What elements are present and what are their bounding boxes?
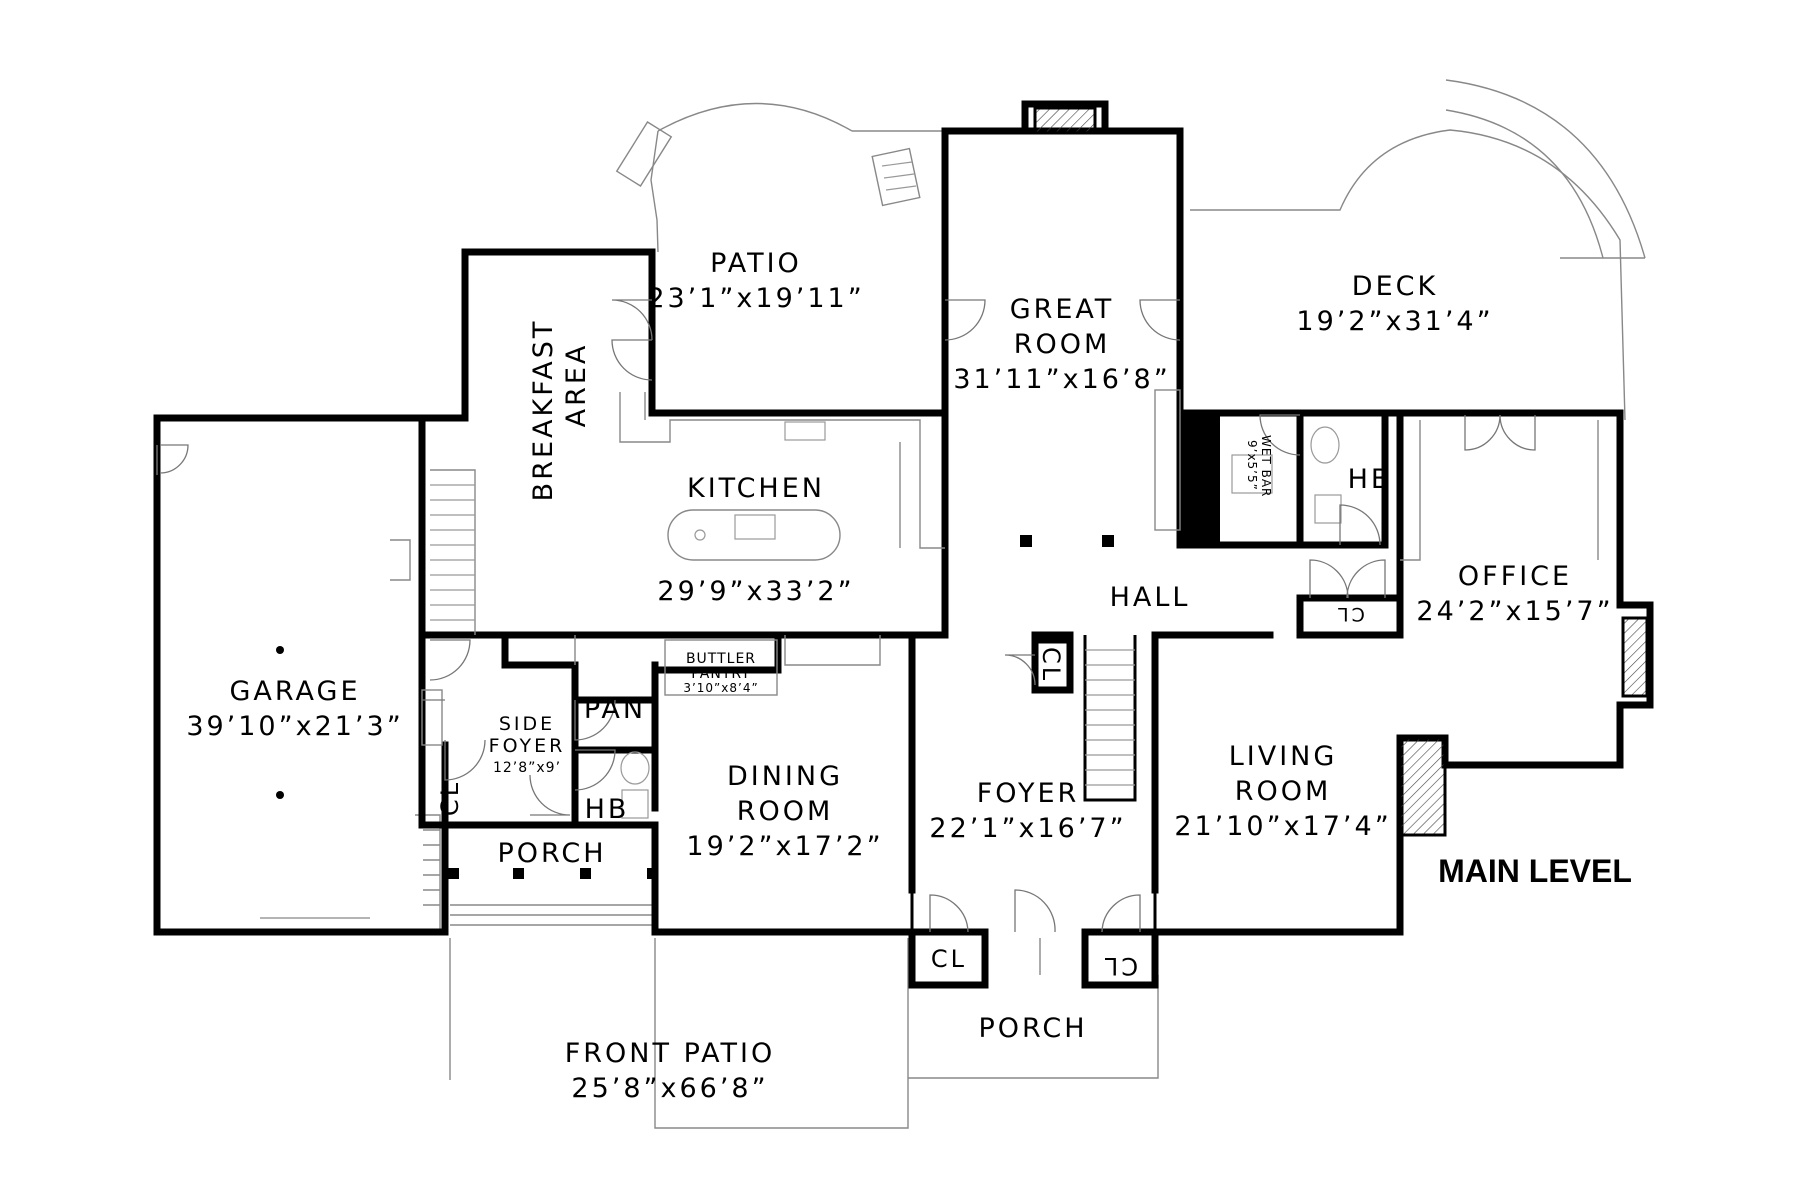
hall-name: HALL	[1110, 582, 1191, 613]
patio-dims: 23’1”x19’11”	[647, 283, 864, 314]
buttler-pantry-dims: 3’10”x8’4”	[683, 681, 758, 695]
side-foyer-name-1: SIDE	[499, 713, 555, 735]
walls	[153, 100, 1654, 989]
hb-upper-name: HB	[1348, 464, 1393, 495]
foyer-dims: 22’1”x16’7”	[929, 813, 1126, 844]
great-room-fireplace	[1033, 106, 1097, 135]
living-name-2: ROOM	[1235, 776, 1332, 807]
wet-bar-counter	[1182, 415, 1220, 545]
garage-name: GARAGE	[229, 676, 360, 707]
cl-office-name: CL	[1335, 603, 1365, 625]
office-fireplace	[1621, 616, 1649, 698]
deck-dims: 19’2”x31’4”	[1296, 306, 1493, 337]
pan-name: PAN	[584, 694, 646, 725]
buttler-pantry-name-2: PANTRY	[691, 666, 751, 682]
patio-name: PATIO	[710, 248, 802, 279]
dining-dims: 19’2”x17’2”	[686, 831, 883, 862]
kitchen-name: KITCHEN	[687, 473, 825, 504]
side-foyer-name-2: FOYER	[489, 735, 566, 757]
front-patio-dims: 25’8”x66’8”	[571, 1073, 768, 1104]
porch-side-name: PORCH	[497, 838, 606, 869]
kitchen-dims: 29’9”x33’2”	[657, 576, 854, 607]
foyer-name: FOYER	[977, 778, 1080, 809]
hall-columns	[1020, 535, 1114, 547]
garage-dots	[276, 646, 284, 799]
wet-bar-name: WET BAR	[1259, 435, 1273, 497]
cl-front-right-name: CL	[1102, 952, 1138, 980]
breakfast-name-2: AREA	[561, 343, 592, 428]
garage-dims: 39’10”x21’3”	[186, 711, 403, 742]
cl-side-name: CL	[436, 780, 464, 816]
deck-name: DECK	[1352, 271, 1438, 302]
cl-foyer-name: CL	[1037, 647, 1065, 683]
great-room-name-1: GREAT	[1010, 294, 1115, 325]
hb-lower-name: HB	[585, 794, 630, 825]
cl-front-left-name: CL	[931, 945, 967, 973]
wet-bar-dims: 9’x5’5”	[1245, 440, 1259, 491]
living-name-1: LIVING	[1229, 741, 1338, 772]
office-name: OFFICE	[1458, 561, 1572, 592]
porch-front-name: PORCH	[978, 1013, 1087, 1044]
great-room-dims: 31’11”x16’8”	[953, 364, 1170, 395]
breakfast-name-1: BREAKFAST	[528, 319, 559, 502]
room-labels: PATIO 23’1”x19’11” GREAT ROOM 31’11”x16’…	[186, 248, 1632, 1104]
outdoor-outlines	[415, 79, 1646, 1129]
level-title: MAIN LEVEL	[1438, 853, 1632, 889]
side-foyer-dims: 12’8”x9’	[493, 760, 561, 776]
interior-details	[156, 299, 1599, 933]
great-room-name-2: ROOM	[1014, 329, 1111, 360]
dining-name-2: ROOM	[737, 796, 834, 827]
dining-name-1: DINING	[727, 761, 843, 792]
front-patio-name: FRONT PATIO	[565, 1038, 775, 1069]
office-dims: 24’2”x15’7”	[1416, 596, 1613, 627]
buttler-pantry-name-1: BUTTLER	[686, 651, 756, 667]
porch-columns	[448, 868, 658, 879]
living-dims: 21’10”x17’4”	[1174, 811, 1391, 842]
